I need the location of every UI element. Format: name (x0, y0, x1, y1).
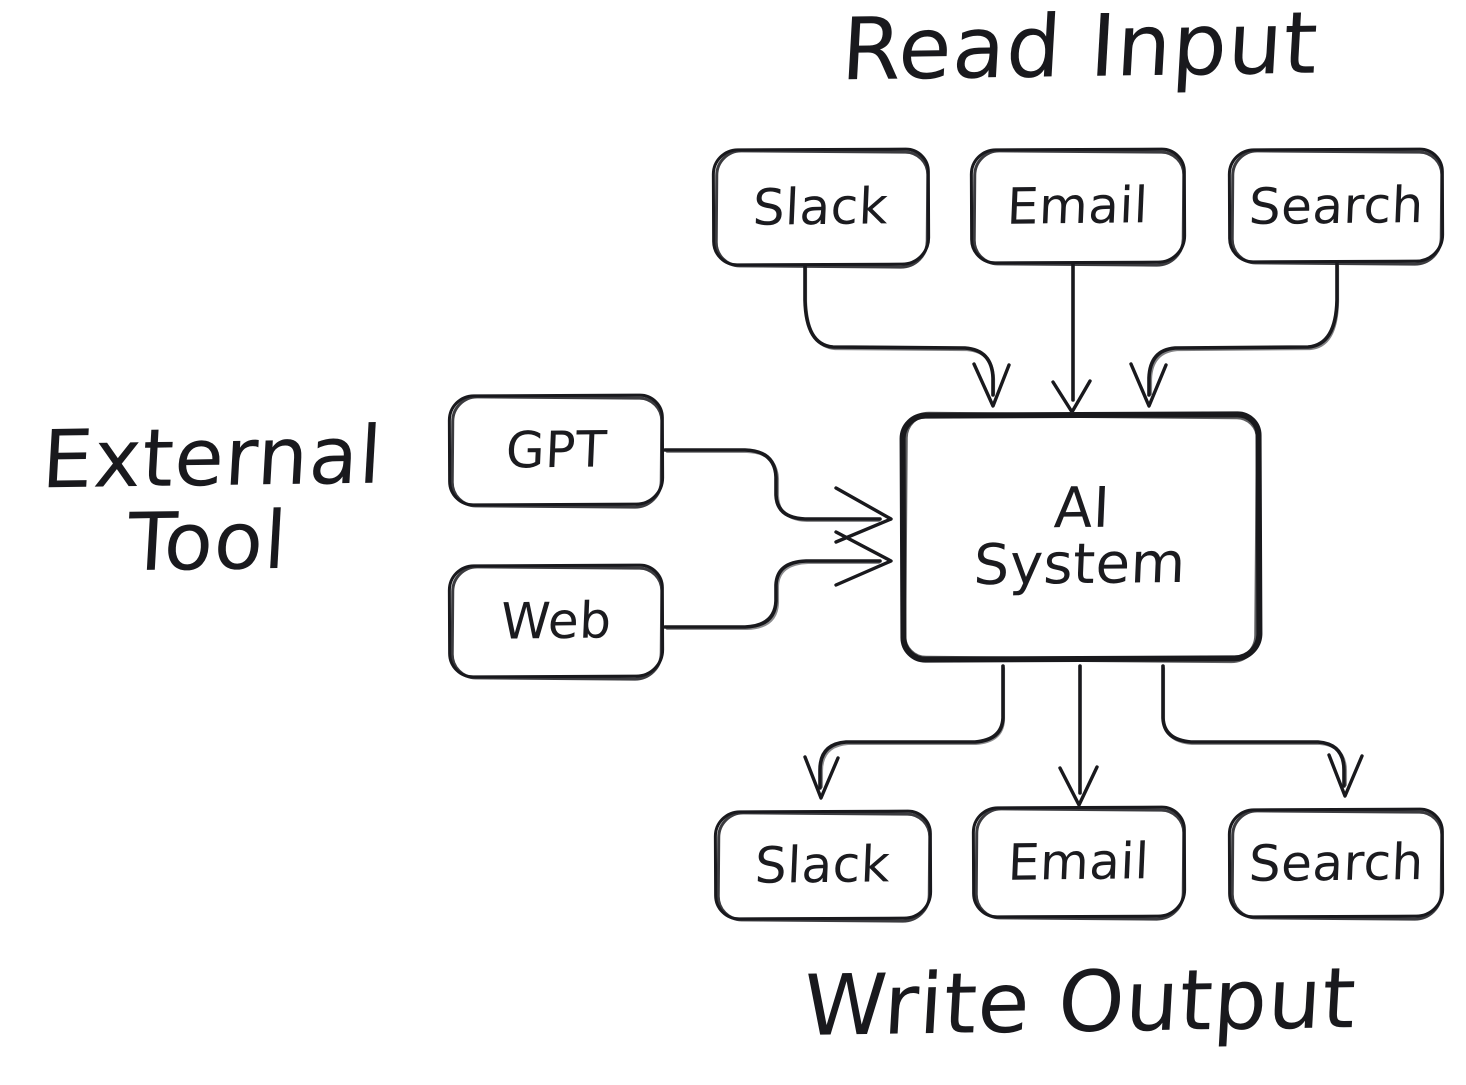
edge-ai-to-output-slack (818, 664, 1005, 790)
node-output-email-label: Email (1007, 832, 1151, 892)
node-output-search-label: Search (1247, 833, 1425, 893)
edge-ai-to-output-search (1161, 664, 1346, 788)
group-title-external-line2: Tool (125, 493, 291, 590)
node-output-slack[interactable]: Slack (714, 810, 932, 920)
arrowhead-input-slack (972, 362, 1011, 408)
edge-ai-to-output-search-b (1162, 666, 1348, 787)
arrowhead-web (834, 530, 893, 587)
node-input-search-label: Search (1247, 175, 1425, 236)
node-output-slack-label: Slack (754, 835, 892, 895)
node-input-search[interactable]: Search (1228, 148, 1444, 263)
node-tool-gpt-label: GPT (504, 420, 608, 480)
arrowhead-output-email (1058, 765, 1099, 807)
node-input-email[interactable]: Email (970, 148, 1186, 264)
edge-input-slack-to-ai (803, 264, 995, 397)
group-title-write-output: Write Output (800, 949, 1360, 1055)
edge-gpt-to-ai-b (665, 450, 881, 523)
node-ai-system[interactable]: AI System (900, 412, 1262, 662)
edge-web-to-ai-b (665, 561, 881, 631)
node-input-slack[interactable]: Slack (712, 148, 930, 266)
node-tool-web[interactable]: Web (448, 564, 664, 678)
node-tool-web-label: Web (499, 591, 613, 651)
arrowhead-output-slack (803, 755, 840, 800)
arrowhead-gpt (834, 486, 893, 544)
edge-input-search-to-ai (1147, 262, 1339, 397)
arrowhead-input-email (1051, 379, 1092, 414)
arrowhead-output-search (1327, 753, 1364, 798)
node-tool-gpt[interactable]: GPT (448, 394, 664, 506)
node-ai-system-label: AI System (973, 476, 1190, 598)
edge-input-search-to-ai-b (1149, 264, 1340, 396)
edge-ai-to-output-slack-b (820, 666, 1006, 789)
node-input-slack-label: Slack (752, 177, 890, 237)
group-title-external-line1: External (39, 408, 386, 507)
node-ai-system-label-line2: System (972, 530, 1188, 599)
edge-gpt-to-ai (663, 448, 882, 521)
edge-web-to-ai (663, 559, 882, 629)
node-output-email[interactable]: Email (972, 806, 1186, 918)
edge-input-slack-to-ai-b (804, 266, 996, 396)
arrowhead-input-search (1129, 362, 1168, 408)
node-output-search[interactable]: Search (1228, 808, 1444, 918)
group-title-read-input: Read Input (838, 0, 1322, 101)
node-input-email-label: Email (1006, 176, 1150, 236)
group-title-external-tool: External Tool (0, 408, 425, 590)
